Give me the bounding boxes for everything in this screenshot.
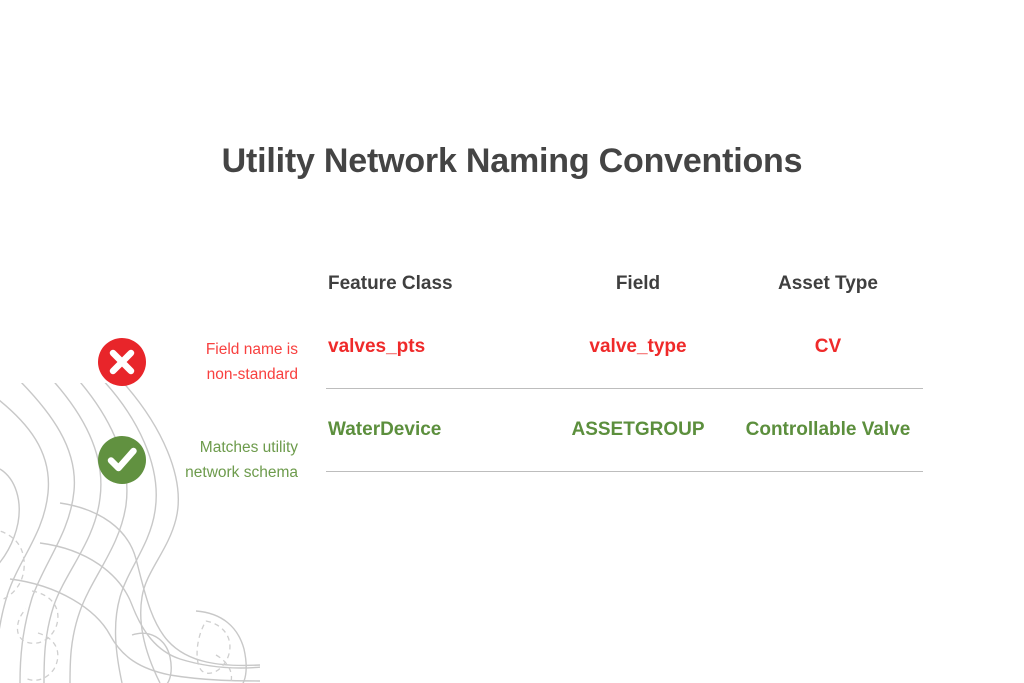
row-divider bbox=[326, 388, 923, 389]
annotation-line-1: Matches utility bbox=[199, 439, 298, 456]
cell-feature-class: valves_pts bbox=[328, 336, 426, 357]
cell-field: valve_type bbox=[589, 336, 687, 357]
table-row: valves_pts valve_type CV bbox=[325, 306, 923, 388]
check-circle-icon bbox=[98, 436, 146, 484]
cell-asset-type: Controllable Valve bbox=[745, 419, 911, 440]
annotation-line-2: network schema bbox=[185, 464, 298, 481]
naming-conventions-table: Feature Class Field Asset Type valves_pt… bbox=[325, 262, 923, 472]
column-header-asset-type: Asset Type bbox=[778, 273, 878, 294]
column-header-field: Field bbox=[615, 273, 661, 294]
cell-field: ASSETGROUP bbox=[571, 419, 705, 440]
cell-feature-class: WaterDevice bbox=[328, 419, 442, 440]
annotation-non-standard: Field name is non-standard bbox=[98, 337, 298, 387]
annotation-matches-schema: Matches utility network schema bbox=[98, 435, 298, 485]
annotation-line-2: non-standard bbox=[206, 366, 298, 383]
topographic-contour-lines-icon bbox=[0, 383, 260, 683]
x-circle-icon bbox=[98, 338, 146, 386]
table-row: WaterDevice ASSETGROUP Controllable Valv… bbox=[325, 389, 923, 471]
row-divider bbox=[326, 471, 923, 472]
table-header-row: Feature Class Field Asset Type bbox=[325, 262, 923, 306]
annotation-label: Field name is non-standard bbox=[158, 337, 298, 387]
cell-asset-type: CV bbox=[814, 336, 842, 357]
annotation-line-1: Field name is bbox=[205, 341, 298, 358]
column-header-feature-class: Feature Class bbox=[328, 273, 453, 294]
page-title: Utility Network Naming Conventions bbox=[221, 142, 803, 180]
annotation-label: Matches utility network schema bbox=[158, 435, 298, 485]
